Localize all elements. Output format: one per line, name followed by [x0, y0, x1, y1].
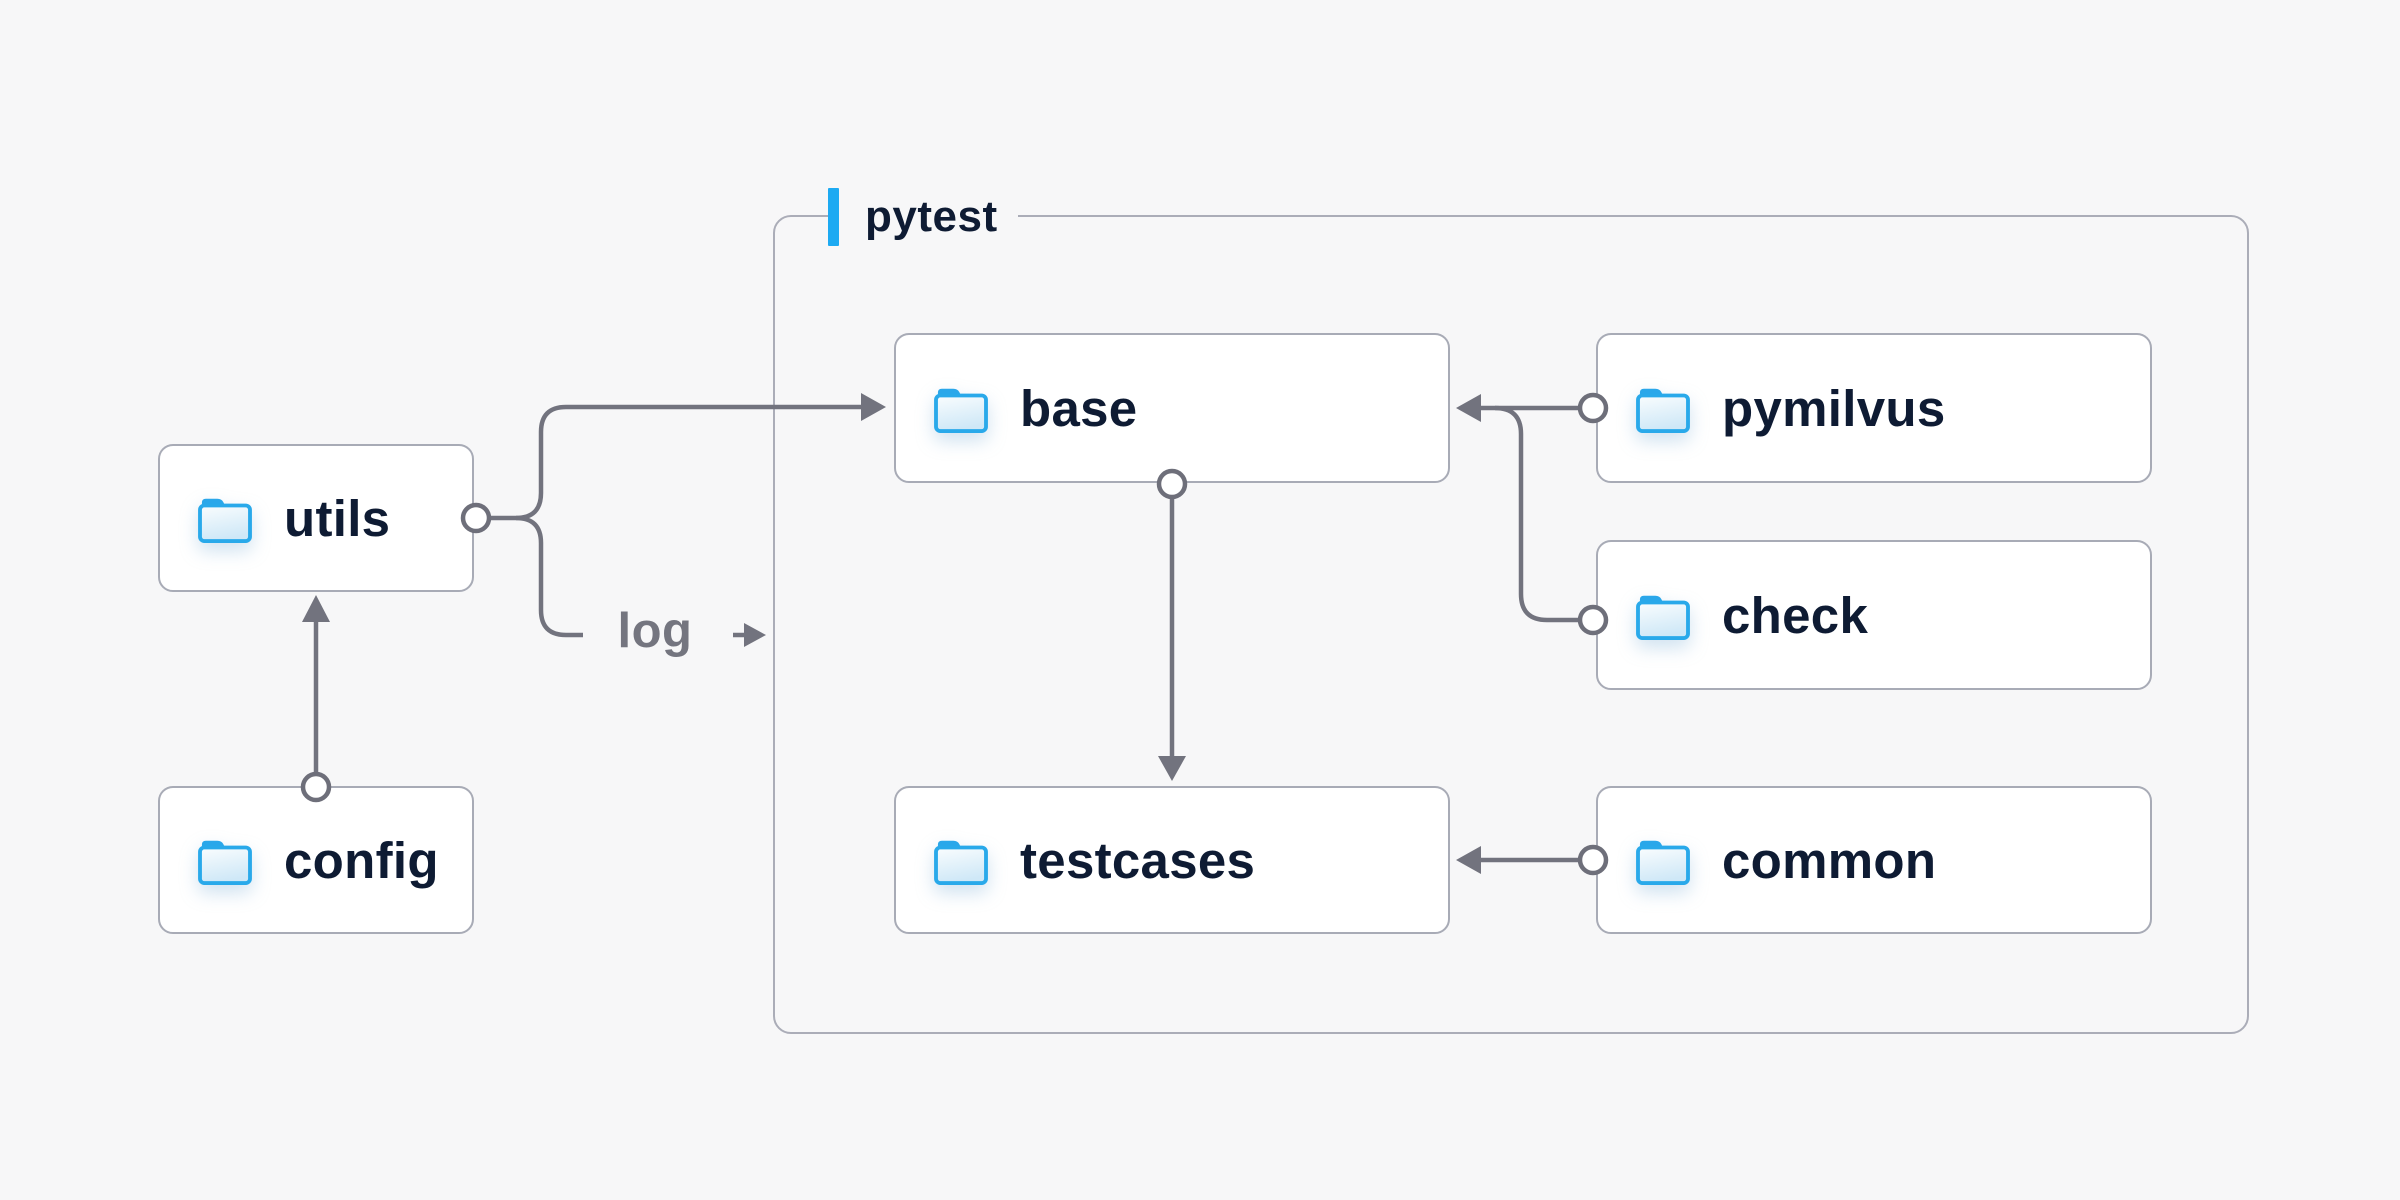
node-utils[interactable]: utils [158, 444, 474, 592]
folder-icon [1634, 383, 1692, 433]
node-base[interactable]: base [894, 333, 1450, 483]
node-config[interactable]: config [158, 786, 474, 934]
edge-config-to-utils [302, 595, 330, 773]
node-label: base [1020, 379, 1138, 437]
folder-icon [196, 835, 254, 885]
node-testcases[interactable]: testcases [894, 786, 1450, 934]
node-label: testcases [1020, 831, 1256, 889]
folder-icon [1634, 835, 1692, 885]
folder-icon [932, 383, 990, 433]
folder-icon [1634, 590, 1692, 640]
node-label: check [1722, 586, 1869, 644]
node-label: common [1722, 831, 1937, 889]
node-check[interactable]: check [1596, 540, 2152, 690]
node-label: config [284, 831, 439, 889]
node-common[interactable]: common [1596, 786, 2152, 934]
group-title: pytest [865, 192, 998, 241]
pytest-group: pytest [773, 188, 2249, 1034]
node-label: pymilvus [1722, 379, 1946, 437]
pytest-group-label: pytest [828, 188, 1018, 246]
folder-icon [196, 493, 254, 543]
node-label: utils [284, 489, 391, 547]
accent-bar-icon [828, 188, 839, 246]
folder-icon [932, 835, 990, 885]
edge-label-log: log [617, 604, 693, 658]
node-pymilvus[interactable]: pymilvus [1596, 333, 2152, 483]
